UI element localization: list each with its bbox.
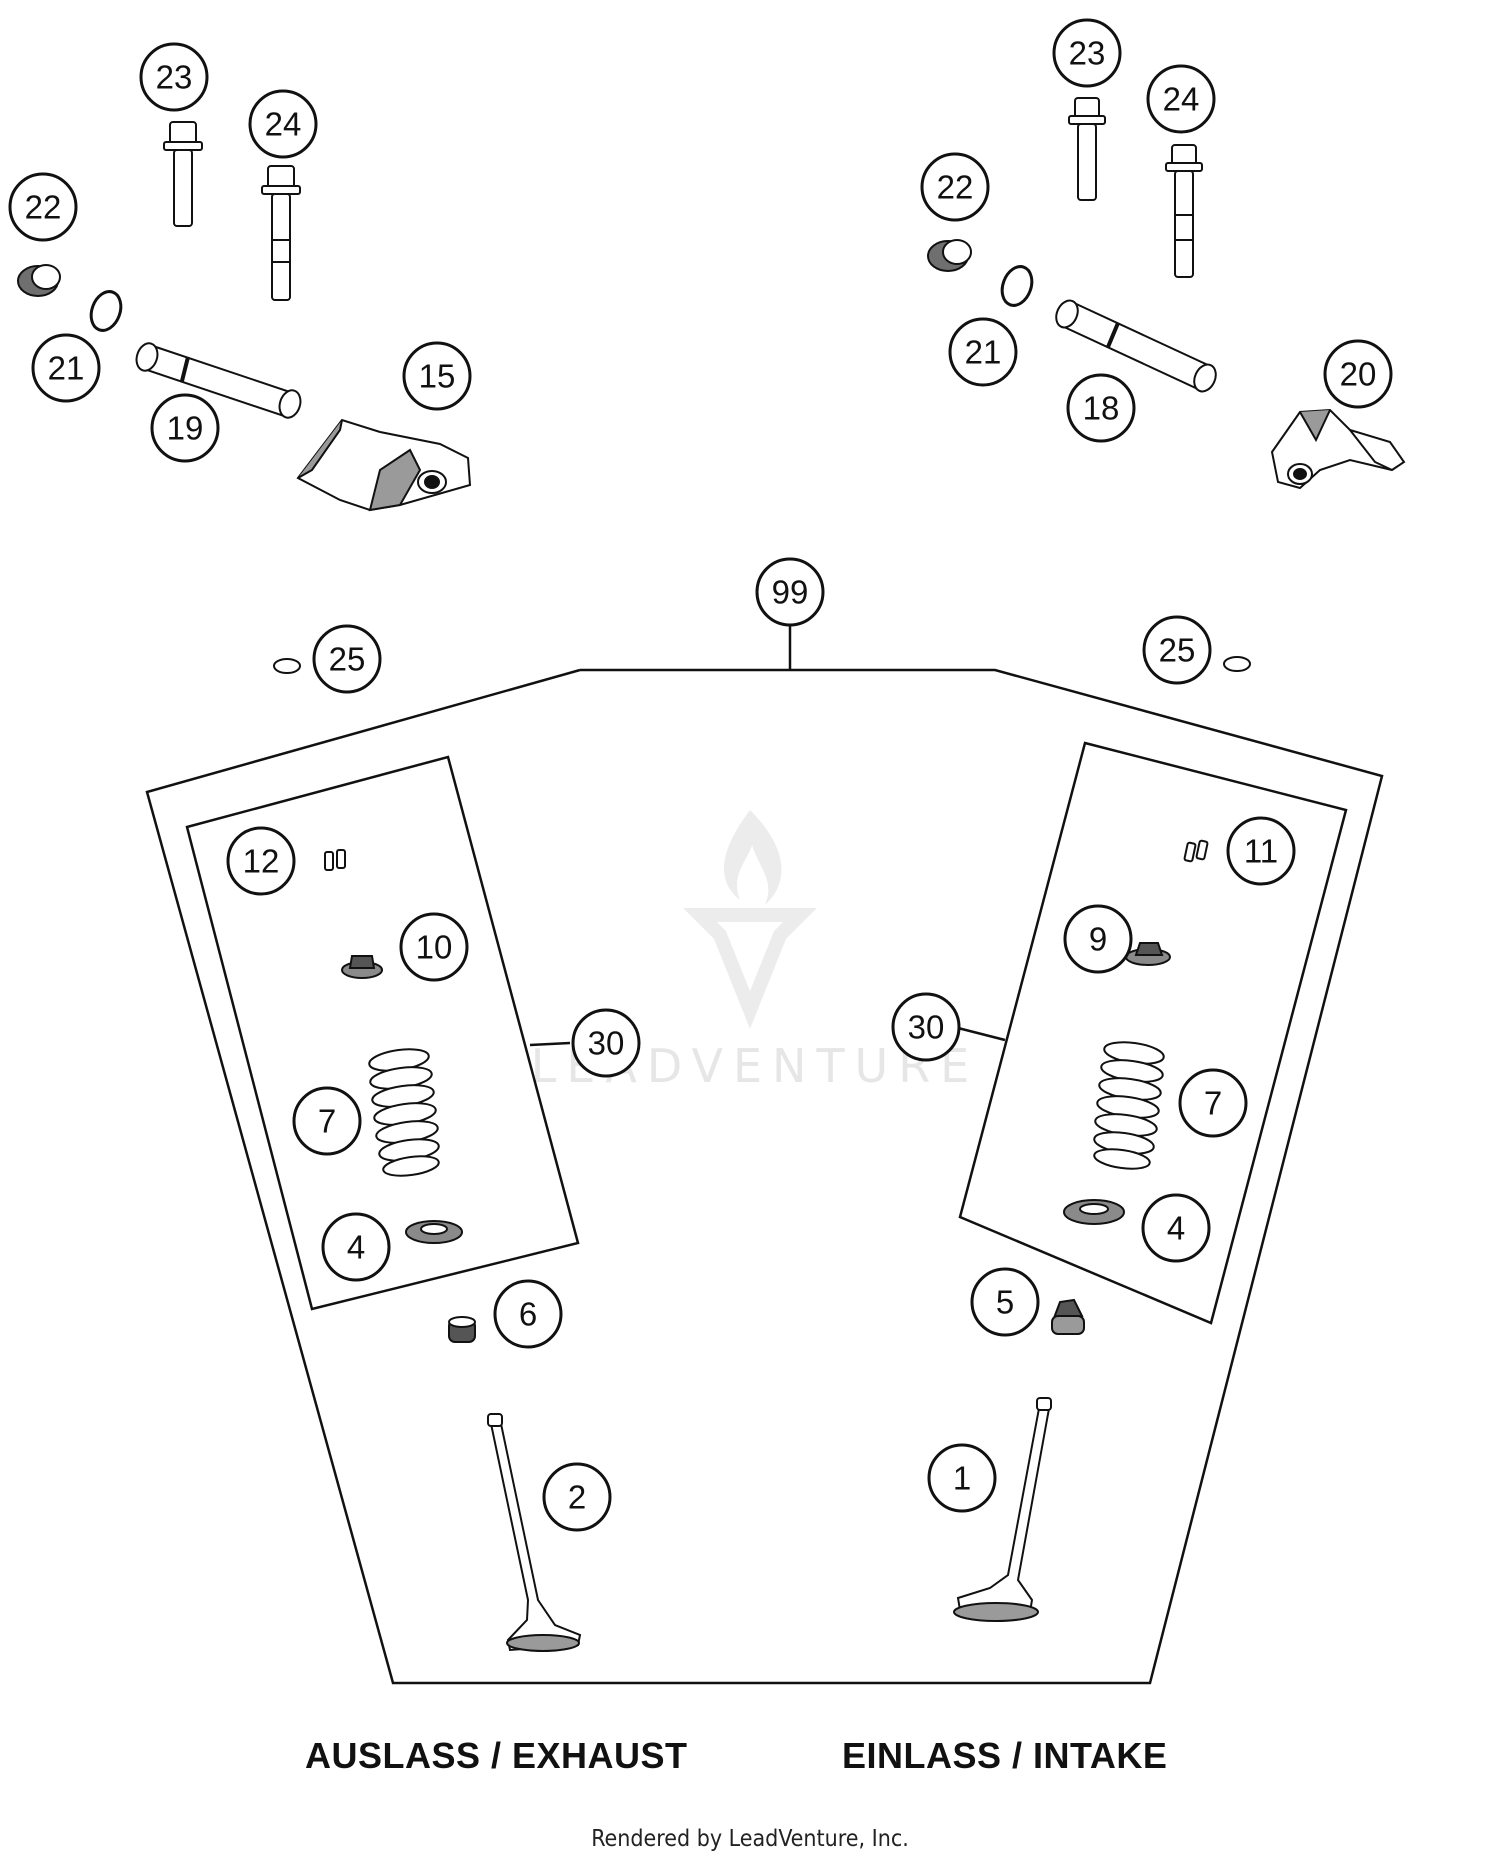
callout-4-left: 4 bbox=[321, 1212, 391, 1282]
bolt-23-right-part bbox=[1068, 97, 1106, 201]
callout-15: 15 bbox=[402, 341, 472, 411]
spring-seat-4-left-part bbox=[405, 1220, 463, 1244]
callout-24-left: 24 bbox=[248, 89, 318, 159]
bolt-23-left-part bbox=[163, 121, 203, 227]
svg-text:24: 24 bbox=[1163, 81, 1200, 118]
kit-30-left-frame bbox=[185, 755, 580, 1311]
spring-retainer-9-part bbox=[1125, 942, 1171, 966]
intake-valve-1-part bbox=[953, 1397, 1052, 1622]
watermark-v-logo-icon bbox=[683, 908, 817, 1029]
svg-text:25: 25 bbox=[329, 641, 366, 678]
bolt-24-right-part bbox=[1165, 144, 1203, 278]
kit-30-right-frame bbox=[958, 741, 1348, 1325]
valve-spring-7-right-part bbox=[1093, 1041, 1165, 1170]
spring-retainer-10-part bbox=[341, 955, 383, 979]
assembly-99-frame bbox=[145, 668, 1384, 1685]
callout-4-right: 4 bbox=[1141, 1193, 1211, 1263]
rocker-arm-20-part bbox=[1270, 408, 1406, 490]
svg-text:21: 21 bbox=[48, 350, 85, 387]
callouts: 23 24 22 21 19 15 23 24 22 21 18 20 99 2… bbox=[8, 18, 1393, 1532]
svg-text:11: 11 bbox=[1244, 833, 1278, 870]
svg-text:23: 23 bbox=[1069, 35, 1106, 72]
rocker-shaft-19-part bbox=[135, 342, 302, 419]
callout-9: 9 bbox=[1063, 904, 1133, 974]
plug-22-right-part bbox=[927, 239, 972, 272]
valve-keys-11-part bbox=[1183, 839, 1209, 863]
svg-text:18: 18 bbox=[1083, 390, 1120, 427]
callout-7-left: 7 bbox=[292, 1086, 362, 1156]
svg-text:99: 99 bbox=[772, 574, 809, 611]
callout-24-right: 24 bbox=[1146, 64, 1216, 134]
valve-seal-6-part bbox=[448, 1316, 476, 1343]
callout-30-left: 30 bbox=[571, 1008, 641, 1078]
callout-12: 12 bbox=[226, 826, 296, 896]
spring-seat-4-right-part bbox=[1063, 1199, 1125, 1225]
callout-21-left: 21 bbox=[31, 333, 101, 403]
rocker-arm-15-part bbox=[296, 418, 472, 512]
shim-25-left-part bbox=[273, 658, 301, 674]
svg-text:5: 5 bbox=[996, 1284, 1014, 1321]
shim-25-right-part bbox=[1223, 656, 1251, 672]
rocker-shaft-18-part bbox=[1055, 299, 1217, 393]
callout-25-left: 25 bbox=[312, 624, 382, 694]
svg-text:23: 23 bbox=[156, 59, 193, 96]
intake-caption: EINLASS / INTAKE bbox=[842, 1735, 1168, 1776]
leader-30-left bbox=[529, 1041, 571, 1047]
svg-text:12: 12 bbox=[243, 843, 280, 880]
svg-text:30: 30 bbox=[908, 1009, 945, 1046]
callout-30-right: 30 bbox=[891, 992, 961, 1062]
callout-99: 99 bbox=[755, 557, 825, 627]
exhaust-valve-2-part bbox=[487, 1413, 582, 1652]
valve-seal-5-part bbox=[1051, 1298, 1085, 1335]
svg-text:4: 4 bbox=[347, 1229, 365, 1266]
svg-text:24: 24 bbox=[265, 106, 302, 143]
callout-23-right: 23 bbox=[1052, 18, 1122, 88]
svg-text:21: 21 bbox=[965, 334, 1002, 371]
valve-spring-7-left-part bbox=[368, 1048, 440, 1177]
svg-text:2: 2 bbox=[568, 1479, 586, 1516]
svg-text:30: 30 bbox=[588, 1025, 625, 1062]
svg-text:25: 25 bbox=[1159, 632, 1196, 669]
bolt-24-left-part bbox=[261, 165, 301, 301]
callout-22-right: 22 bbox=[920, 152, 990, 222]
plug-22-left-part bbox=[17, 264, 61, 297]
svg-text:1: 1 bbox=[953, 1460, 971, 1497]
rendered-by-footer: Rendered by LeadVenture, Inc. bbox=[591, 1826, 909, 1852]
callout-20: 20 bbox=[1323, 339, 1393, 409]
assembly-outline bbox=[145, 618, 1384, 1685]
svg-text:22: 22 bbox=[937, 169, 974, 206]
callout-21-right: 21 bbox=[948, 317, 1018, 387]
callout-7-right: 7 bbox=[1178, 1068, 1248, 1138]
svg-text:7: 7 bbox=[318, 1103, 336, 1140]
callout-11: 11 bbox=[1226, 816, 1296, 886]
callout-2: 2 bbox=[542, 1462, 612, 1532]
callout-22-left: 22 bbox=[8, 172, 78, 242]
svg-text:9: 9 bbox=[1089, 921, 1107, 958]
svg-text:4: 4 bbox=[1167, 1210, 1185, 1247]
leader-30-right bbox=[957, 1026, 1006, 1042]
callout-1: 1 bbox=[927, 1443, 997, 1513]
callout-6: 6 bbox=[493, 1279, 563, 1349]
exhaust-caption: AUSLASS / EXHAUST bbox=[305, 1735, 688, 1776]
svg-text:20: 20 bbox=[1340, 356, 1377, 393]
callout-10: 10 bbox=[399, 912, 469, 982]
o-ring-21-right-part bbox=[1000, 265, 1034, 307]
svg-text:15: 15 bbox=[419, 358, 456, 395]
valve-keys-12-part bbox=[324, 849, 346, 871]
callout-25-right: 25 bbox=[1142, 615, 1212, 685]
callout-18: 18 bbox=[1066, 373, 1136, 443]
callout-5: 5 bbox=[970, 1267, 1040, 1337]
svg-text:10: 10 bbox=[416, 929, 453, 966]
svg-text:19: 19 bbox=[167, 410, 204, 447]
o-ring-21-left-part bbox=[89, 290, 123, 332]
svg-text:22: 22 bbox=[25, 189, 62, 226]
svg-text:7: 7 bbox=[1204, 1085, 1222, 1122]
svg-text:6: 6 bbox=[519, 1296, 537, 1333]
callout-23-left: 23 bbox=[139, 42, 209, 112]
callout-19: 19 bbox=[150, 393, 220, 463]
watermark-flame-icon bbox=[723, 810, 782, 905]
